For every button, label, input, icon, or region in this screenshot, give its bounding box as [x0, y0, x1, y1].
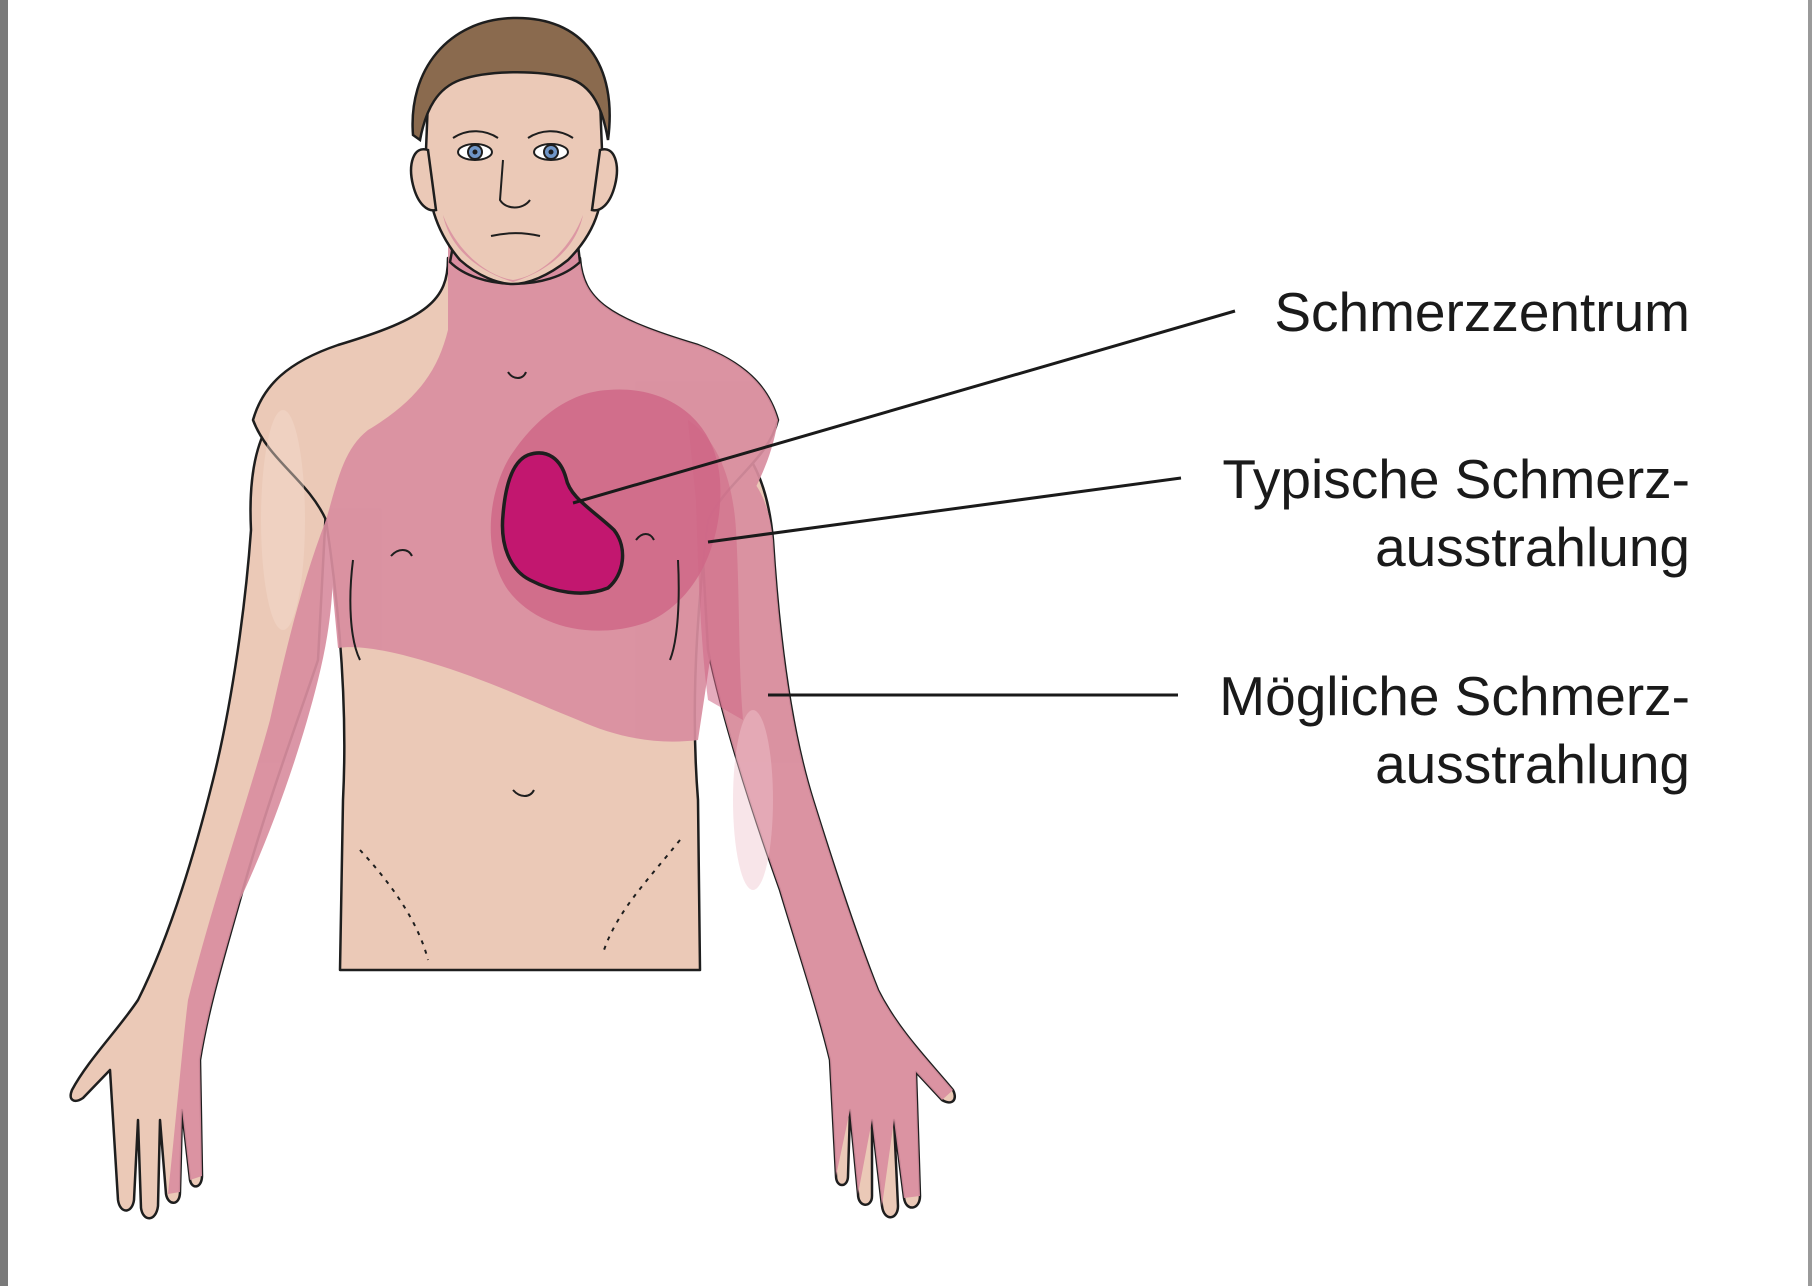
label-typical-radiation-line2: ausstrahlung: [1222, 513, 1690, 581]
label-pain-center-text: Schmerzzentrum: [1274, 278, 1690, 346]
head: [411, 18, 617, 284]
label-possible-radiation-line2: ausstrahlung: [1219, 730, 1690, 798]
label-pain-center: Schmerzzentrum: [1274, 278, 1690, 346]
body-illustration: [8, 0, 1812, 1286]
label-typical-radiation-line1: Typische Schmerz-: [1222, 445, 1690, 513]
label-typical-radiation: Typische Schmerz- ausstrahlung: [1222, 445, 1690, 581]
label-possible-radiation-line1: Mögliche Schmerz-: [1219, 662, 1690, 730]
leader-typical-radiation: [708, 478, 1181, 542]
label-possible-radiation: Mögliche Schmerz- ausstrahlung: [1219, 662, 1690, 798]
